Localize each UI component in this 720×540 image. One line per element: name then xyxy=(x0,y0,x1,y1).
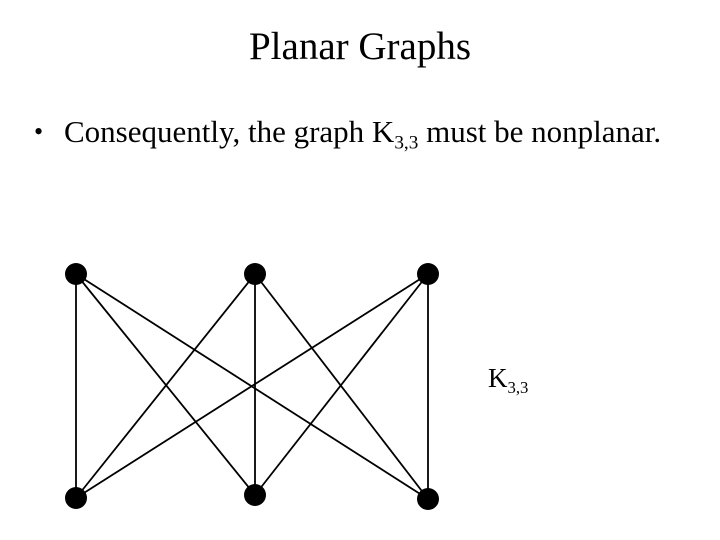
graph-label: K3,3 xyxy=(488,362,529,397)
edge-layer xyxy=(75,273,429,500)
bullet-item: • Consequently, the graph K3,3 must be n… xyxy=(34,112,674,154)
bullet-text-before: Consequently, the graph K xyxy=(64,114,395,149)
graph-label-subscript: 3,3 xyxy=(507,377,529,397)
bullet-text: Consequently, the graph K3,3 must be non… xyxy=(64,112,674,154)
vertex-u1 xyxy=(65,263,87,285)
vertex-v3 xyxy=(417,488,439,510)
slide-title: Planar Graphs xyxy=(248,25,472,68)
vertex-v1 xyxy=(65,487,87,509)
bullet-glyph: • xyxy=(34,117,44,146)
vertex-layer xyxy=(65,263,439,510)
edge-u2-v1 xyxy=(75,273,256,499)
vertex-u3 xyxy=(417,263,439,285)
vertex-v2 xyxy=(244,484,266,506)
edge-u1-v2 xyxy=(75,273,256,496)
vertex-u2 xyxy=(244,263,266,285)
edge-u3-v1 xyxy=(75,273,429,499)
bullet-subscript: 3,3 xyxy=(394,132,419,154)
edge-u2-v3 xyxy=(254,273,429,500)
graph-label-name: K xyxy=(488,363,508,393)
edge-u3-v2 xyxy=(254,273,429,496)
bullet-text-after: must be nonplanar. xyxy=(418,114,662,149)
